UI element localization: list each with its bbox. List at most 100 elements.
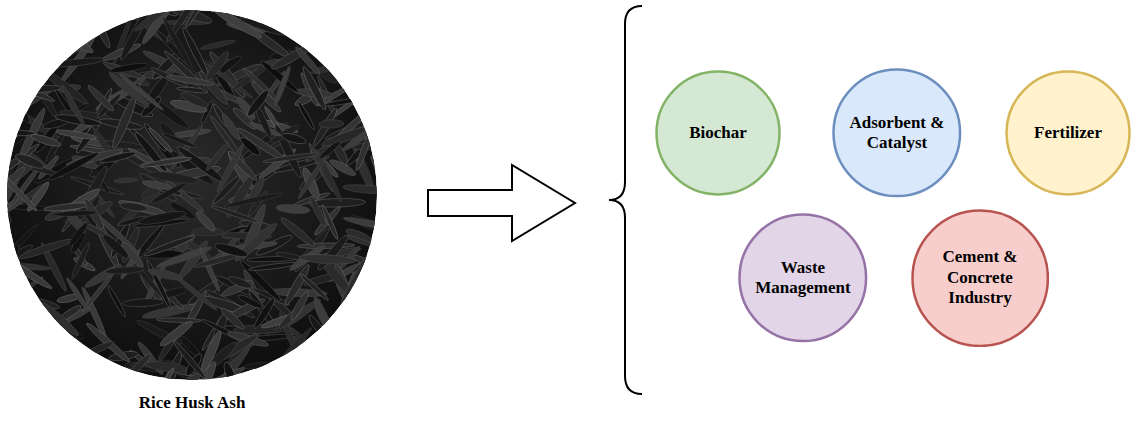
husk-flake: [319, 119, 344, 128]
husk-flake: [369, 155, 398, 209]
husk-flake: [133, 130, 170, 174]
husk-flake: [158, 319, 195, 349]
husk-flake: [84, 321, 132, 365]
husk-flake: [166, 74, 215, 88]
circle-outline: [912, 210, 1047, 345]
husk-flake: [273, 326, 314, 370]
husk-flake: [106, 70, 151, 110]
husk-flake: [84, 339, 115, 357]
husk-flake: [294, 45, 322, 76]
husk-flake: [38, 300, 82, 339]
husk-flake: [109, 94, 139, 150]
curly-brace: [609, 6, 642, 394]
circle-outline: [657, 72, 780, 195]
husk-flake: [313, 148, 344, 204]
husk-flake: [83, 262, 123, 290]
husk-flake: [227, 274, 253, 290]
husk-flake: [297, 242, 355, 249]
circle-content: Adsorbent & Catalyst: [832, 68, 962, 198]
husk-flake: [203, 49, 231, 82]
husk-flake: [239, 15, 286, 37]
husk-flake: [194, 209, 217, 233]
husk-flake: [281, 131, 308, 146]
husk-flake: [109, 62, 148, 75]
husk-flake: [161, 131, 197, 149]
husk-flake: [343, 183, 393, 195]
circle-label: Cement & Concrete Industry: [927, 247, 1033, 308]
husk-flake: [65, 276, 91, 312]
husk-flake: [113, 177, 138, 184]
husk-flake: [156, 317, 201, 322]
husk-flake: [315, 233, 351, 273]
husk-flake: [221, 361, 239, 389]
husk-flake: [60, 84, 87, 127]
circle-content: Fertilizer: [1005, 70, 1131, 196]
husk-flake: [198, 330, 224, 375]
husk-flake: [279, 215, 317, 248]
category-circle: Cement & Concrete Industry: [911, 209, 1049, 347]
husk-flake: [262, 151, 319, 164]
husk-flake: [299, 253, 356, 265]
husk-flake: [91, 11, 113, 49]
husk-flake: [0, 168, 39, 213]
husk-flake: [1, 255, 54, 291]
husk-flake: [6, 254, 36, 304]
block-arrow: [428, 165, 575, 241]
circle-content: Biochar: [655, 70, 781, 196]
husk-flake: [343, 215, 399, 233]
husk-flake: [145, 360, 188, 374]
husk-flake: [118, 72, 165, 112]
husk-flake: [200, 38, 236, 51]
husk-flake: [179, 90, 210, 110]
husk-flake: [328, 157, 358, 178]
husk-flake: [161, 16, 195, 70]
husk-flake: [272, 65, 293, 107]
husk-flake: [0, 223, 39, 268]
husk-flake: [123, 371, 166, 395]
category-circle: Waste Management: [738, 213, 868, 343]
husk-flake: [53, 210, 97, 217]
husk-flake: [133, 3, 172, 33]
husk-flake: [106, 284, 127, 318]
husk-flake: [215, 142, 246, 193]
husk-flake: [0, 196, 24, 219]
circle-label: Adsorbent & Catalyst: [844, 113, 950, 154]
husk-flake: [213, 241, 249, 259]
husk-flake: [84, 21, 111, 29]
husk-flake: [50, 56, 104, 68]
husk-flake: [99, 150, 137, 165]
husk-flake: [317, 139, 342, 161]
husk-flake: [137, 209, 187, 227]
circle-label: Biochar: [689, 123, 747, 143]
husk-flake: [12, 100, 32, 125]
category-circle: Adsorbent & Catalyst: [832, 68, 962, 198]
husk-flake: [191, 228, 224, 236]
husk-flake: [296, 153, 329, 200]
rice-husk-photo: [0, 0, 399, 405]
husk-flake: [100, 232, 130, 261]
husk-flake: [142, 179, 173, 192]
husk-flake: [219, 306, 246, 331]
husk-flake: [47, 150, 100, 183]
husk-flake: [67, 221, 90, 249]
husk-flake: [198, 247, 222, 293]
husk-flake: [232, 220, 279, 264]
husk-flake: [140, 156, 192, 169]
husk-flake: [5, 243, 22, 268]
husk-flake: [118, 6, 153, 62]
husk-flake: [224, 191, 283, 209]
husk-flake: [351, 241, 389, 274]
husk-flake: [134, 371, 169, 390]
husk-flake: [143, 234, 195, 259]
husk-flake: [320, 204, 340, 240]
husk-flake: [307, 313, 330, 342]
husk-flake: [159, 379, 218, 393]
husk-flake: [122, 298, 163, 308]
husk-flake: [105, 265, 145, 275]
category-circle: Biochar: [655, 70, 781, 196]
image-caption: Rice Husk Ash: [139, 393, 246, 413]
husk-flake: [237, 293, 264, 311]
husk-flake: [70, 241, 92, 280]
husk-flake: [275, 251, 303, 261]
husk-flake: [276, 344, 314, 368]
